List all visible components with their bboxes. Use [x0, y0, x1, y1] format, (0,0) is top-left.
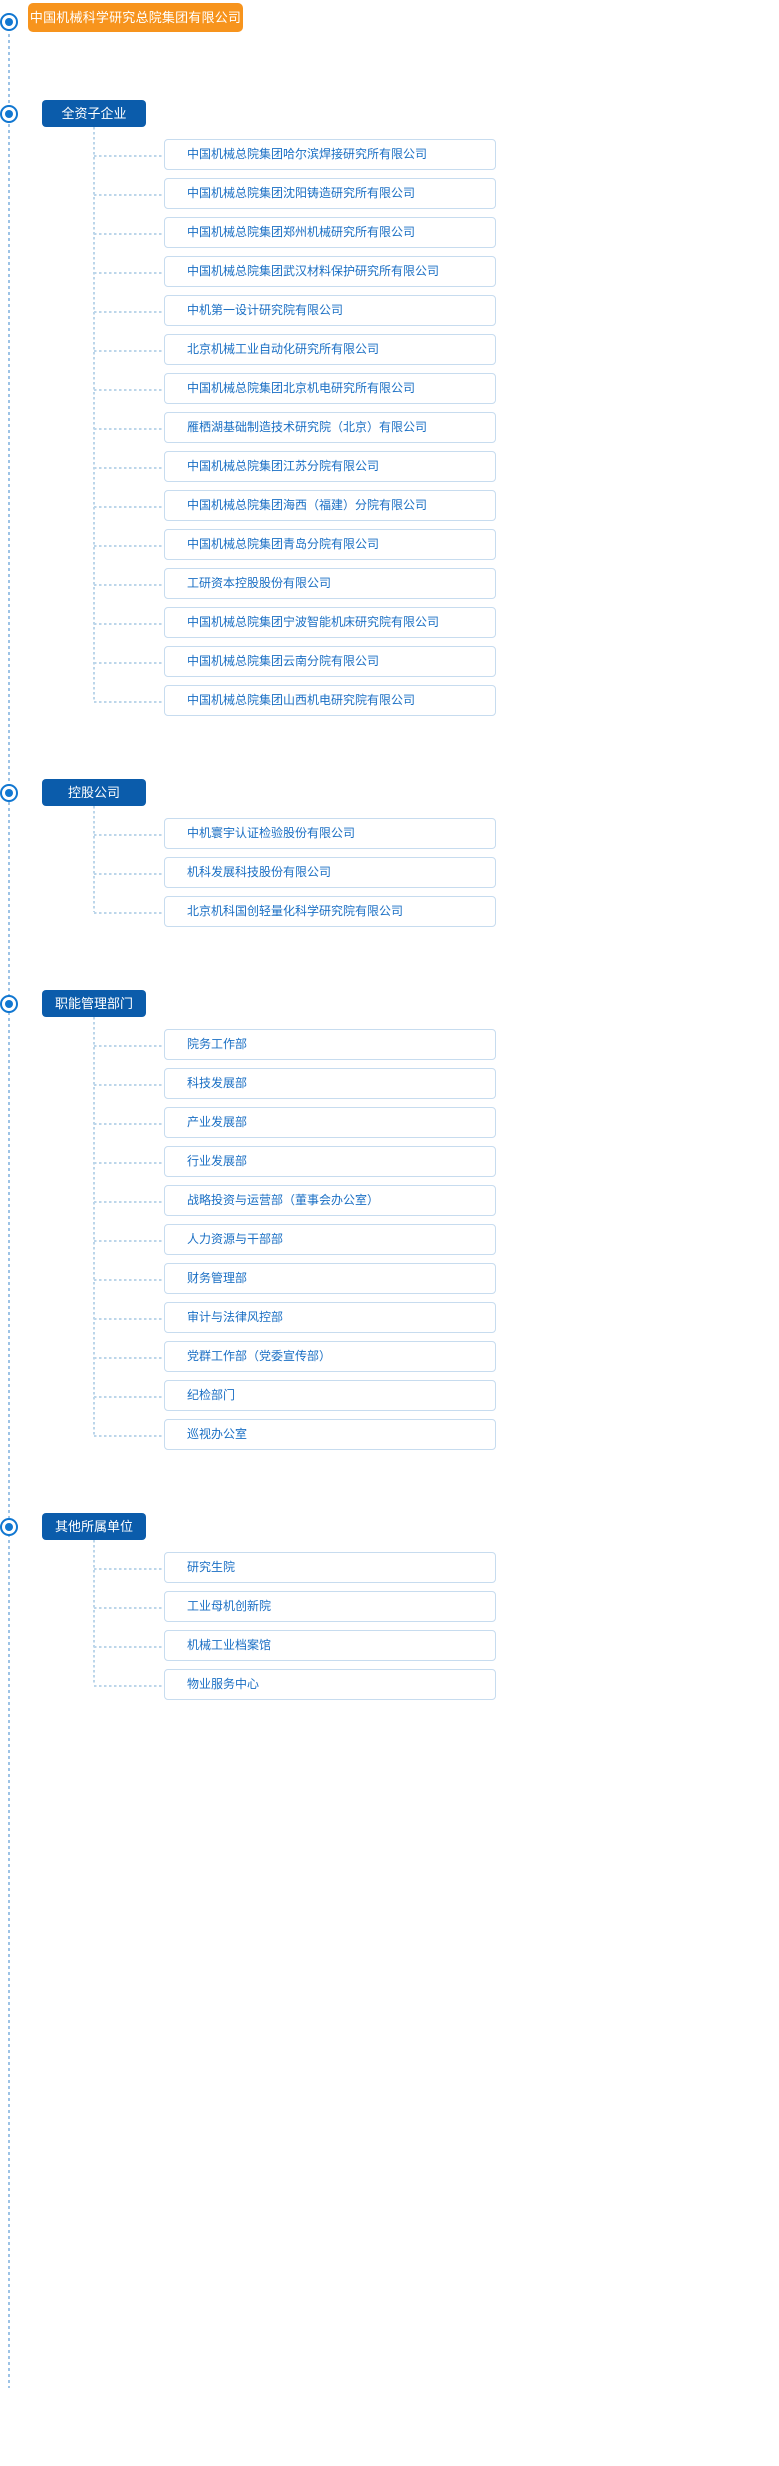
item-connector-line — [94, 1161, 164, 1164]
item-connector-line — [94, 388, 164, 391]
org-item[interactable]: 北京机科国创轻量化科学研究院有限公司 — [164, 896, 496, 927]
item-connector-line — [94, 872, 164, 875]
group-marker-icon-1 — [0, 783, 18, 802]
item-connector-line — [94, 583, 164, 586]
org-item[interactable]: 行业发展部 — [164, 1146, 496, 1177]
main-spine-line — [8, 22, 10, 2388]
item-connector-line — [94, 193, 164, 196]
item-connector-line — [94, 1044, 164, 1047]
item-connector-line — [94, 1434, 164, 1437]
root-node[interactable]: 中国机械科学研究总院集团有限公司 — [28, 3, 243, 32]
org-item[interactable]: 巡视办公室 — [164, 1419, 496, 1450]
org-item[interactable]: 审计与法律风控部 — [164, 1302, 496, 1333]
group-branch-line-1 — [93, 806, 95, 912]
org-item[interactable]: 人力资源与干部部 — [164, 1224, 496, 1255]
org-item[interactable]: 中国机械总院集团沈阳铸造研究所有限公司 — [164, 178, 496, 209]
item-connector-line — [94, 1200, 164, 1203]
group-marker-icon-0 — [0, 104, 18, 123]
org-item[interactable]: 中国机械总院集团宁波智能机床研究院有限公司 — [164, 607, 496, 638]
item-connector-line — [94, 1278, 164, 1281]
org-item[interactable]: 中国机械总院集团云南分院有限公司 — [164, 646, 496, 677]
org-item[interactable]: 机科发展科技股份有限公司 — [164, 857, 496, 888]
org-item[interactable]: 雁栖湖基础制造技术研究院（北京）有限公司 — [164, 412, 496, 443]
item-connector-line — [94, 1645, 164, 1648]
org-item[interactable]: 中国机械总院集团青岛分院有限公司 — [164, 529, 496, 560]
org-item[interactable]: 中国机械总院集团山西机电研究院有限公司 — [164, 685, 496, 716]
org-item[interactable]: 中国机械总院集团江苏分院有限公司 — [164, 451, 496, 482]
org-item[interactable]: 中国机械总院集团海西（福建）分院有限公司 — [164, 490, 496, 521]
item-connector-line — [94, 466, 164, 469]
item-connector-line — [94, 1083, 164, 1086]
org-item[interactable]: 机械工业档案馆 — [164, 1630, 496, 1661]
group-header-3[interactable]: 其他所属单位 — [42, 1513, 146, 1540]
item-connector-line — [94, 544, 164, 547]
org-item[interactable]: 产业发展部 — [164, 1107, 496, 1138]
org-item[interactable]: 工研资本控股股份有限公司 — [164, 568, 496, 599]
item-connector-line — [94, 271, 164, 274]
item-connector-line — [94, 1122, 164, 1125]
org-item[interactable]: 纪检部门 — [164, 1380, 496, 1411]
item-connector-line — [94, 1356, 164, 1359]
org-item[interactable]: 工业母机创新院 — [164, 1591, 496, 1622]
item-connector-line — [94, 1317, 164, 1320]
org-item[interactable]: 中国机械总院集团北京机电研究所有限公司 — [164, 373, 496, 404]
item-connector-line — [94, 622, 164, 625]
item-connector-line — [94, 349, 164, 352]
root-node-marker-icon — [0, 13, 18, 31]
item-connector-line — [94, 154, 164, 157]
org-item[interactable]: 院务工作部 — [164, 1029, 496, 1060]
org-item[interactable]: 研究生院 — [164, 1552, 496, 1583]
group-header-0[interactable]: 全资子企业 — [42, 100, 146, 127]
org-item[interactable]: 物业服务中心 — [164, 1669, 496, 1700]
item-connector-line — [94, 911, 164, 914]
item-connector-line — [94, 1606, 164, 1609]
group-marker-icon-3 — [0, 1517, 18, 1536]
item-connector-line — [94, 232, 164, 235]
item-connector-line — [94, 661, 164, 664]
org-item[interactable]: 中机第一设计研究院有限公司 — [164, 295, 496, 326]
group-header-1[interactable]: 控股公司 — [42, 779, 146, 806]
group-header-2[interactable]: 职能管理部门 — [42, 990, 146, 1017]
org-item[interactable]: 中国机械总院集团武汉材料保护研究所有限公司 — [164, 256, 496, 287]
org-item[interactable]: 中机寰宇认证检验股份有限公司 — [164, 818, 496, 849]
org-item[interactable]: 科技发展部 — [164, 1068, 496, 1099]
item-connector-line — [94, 833, 164, 836]
item-connector-line — [94, 310, 164, 313]
group-marker-icon-2 — [0, 994, 18, 1013]
item-connector-line — [94, 1395, 164, 1398]
org-item[interactable]: 战略投资与运营部（董事会办公室） — [164, 1185, 496, 1216]
group-branch-line-2 — [93, 1017, 95, 1435]
org-item[interactable]: 党群工作部（党委宣传部） — [164, 1341, 496, 1372]
item-connector-line — [94, 1567, 164, 1570]
org-item[interactable]: 中国机械总院集团哈尔滨焊接研究所有限公司 — [164, 139, 496, 170]
item-connector-line — [94, 505, 164, 508]
org-item[interactable]: 北京机械工业自动化研究所有限公司 — [164, 334, 496, 365]
item-connector-line — [94, 1684, 164, 1687]
group-branch-line-3 — [93, 1540, 95, 1685]
item-connector-line — [94, 700, 164, 703]
item-connector-line — [94, 427, 164, 430]
org-item[interactable]: 财务管理部 — [164, 1263, 496, 1294]
item-connector-line — [94, 1239, 164, 1242]
group-branch-line-0 — [93, 127, 95, 701]
org-item[interactable]: 中国机械总院集团郑州机械研究所有限公司 — [164, 217, 496, 248]
